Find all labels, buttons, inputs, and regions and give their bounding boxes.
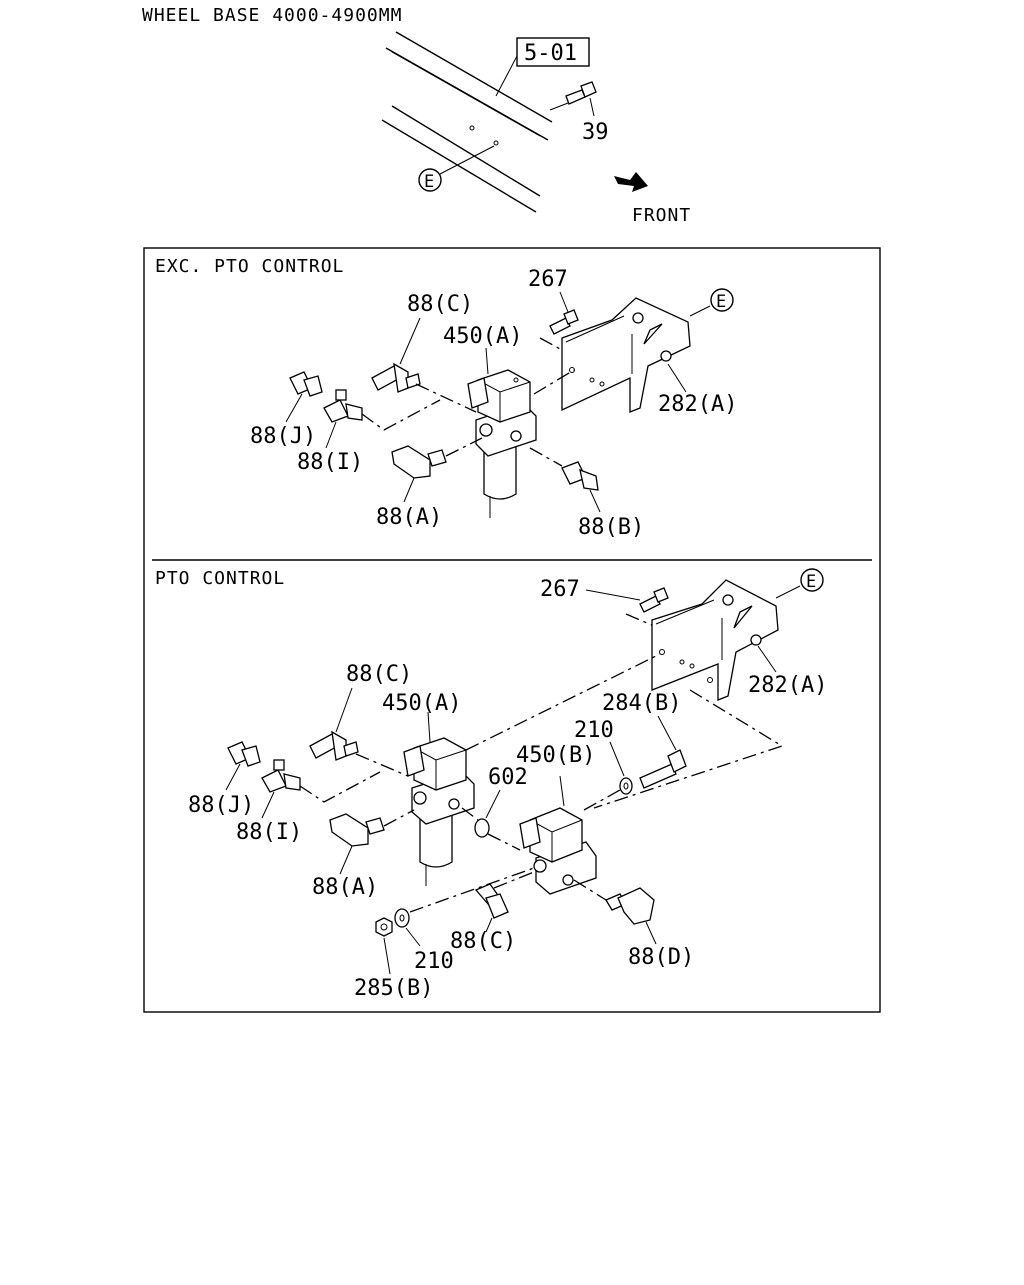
exc-pto-title: EXC. PTO CONTROL (155, 256, 344, 277)
label-285b: 285(B) (354, 976, 433, 1001)
bracket-282a-icon (651, 579, 779, 701)
label-88i: 88(I) (297, 450, 363, 475)
label-267: 267 (540, 577, 580, 602)
label-e: E (806, 572, 816, 592)
bolt-284b-icon (639, 749, 687, 789)
label-284b: 284(B) (602, 691, 681, 716)
label-210-top: 210 (574, 718, 614, 743)
fitting-88c-icon (371, 362, 421, 393)
fitting-88j-icon (227, 741, 261, 767)
valve-450b-icon (519, 807, 597, 895)
bolt-267-icon (549, 309, 579, 335)
frame-rail (381, 31, 553, 213)
reference-box-label: 5-01 (524, 41, 577, 66)
front-label: FRONT (632, 205, 691, 226)
fitting-88a-icon (391, 445, 447, 479)
fitting-88i-icon (261, 759, 301, 793)
label-282a: 282(A) (748, 673, 827, 698)
label-450a: 450(A) (443, 324, 522, 349)
front-arrow-icon (614, 172, 648, 192)
label-39: 39 (582, 120, 609, 145)
reference-box[interactable]: 5-01 (495, 37, 590, 97)
washer-210-icon (394, 908, 410, 928)
washer-210-icon (619, 777, 633, 795)
o-ring-602-icon (474, 818, 490, 838)
label-88c: 88(C) (407, 292, 473, 317)
ref-e-circle-icon (800, 568, 824, 592)
label-88i: 88(I) (236, 820, 302, 845)
label-88c-bot: 88(C) (450, 929, 516, 954)
wheel-base-title: WHEEL BASE 4000-4900MM (142, 5, 402, 26)
diagram-frame (143, 247, 881, 1013)
label-450a: 450(A) (382, 691, 461, 716)
bolt-267-icon (639, 587, 669, 613)
nut-285b-icon (375, 917, 393, 937)
ref-e-circle-icon (418, 168, 442, 192)
fitting-88a-icon (329, 813, 385, 847)
label-88b: 88(B) (578, 515, 644, 540)
label-267: 267 (528, 267, 568, 292)
label-e: E (716, 292, 726, 312)
fitting-88d-icon (605, 887, 655, 925)
bracket-282a-icon (561, 297, 691, 413)
label-88d: 88(D) (628, 945, 694, 970)
fitting-88i-icon (323, 389, 363, 423)
label-88c-top: 88(C) (346, 662, 412, 687)
ref-e-label: E (424, 172, 434, 192)
label-602: 602 (488, 765, 528, 790)
fitting-88b-icon (561, 461, 599, 491)
label-88a: 88(A) (312, 875, 378, 900)
label-210-bot: 210 (414, 949, 454, 974)
valve-450a-icon (403, 737, 475, 868)
label-450b: 450(B) (516, 743, 595, 768)
ref-e-circle-icon (710, 288, 734, 312)
label-88j: 88(J) (188, 793, 254, 818)
bolt-39-icon (549, 81, 597, 111)
valve-450a-icon (467, 369, 537, 500)
label-88j: 88(J) (250, 424, 316, 449)
fitting-88c-icon (474, 883, 509, 919)
label-88a: 88(A) (376, 505, 442, 530)
fitting-88j-icon (289, 371, 323, 397)
label-282a: 282(A) (658, 392, 737, 417)
fitting-88c-icon (309, 730, 359, 761)
pto-control-title: PTO CONTROL (155, 568, 285, 589)
